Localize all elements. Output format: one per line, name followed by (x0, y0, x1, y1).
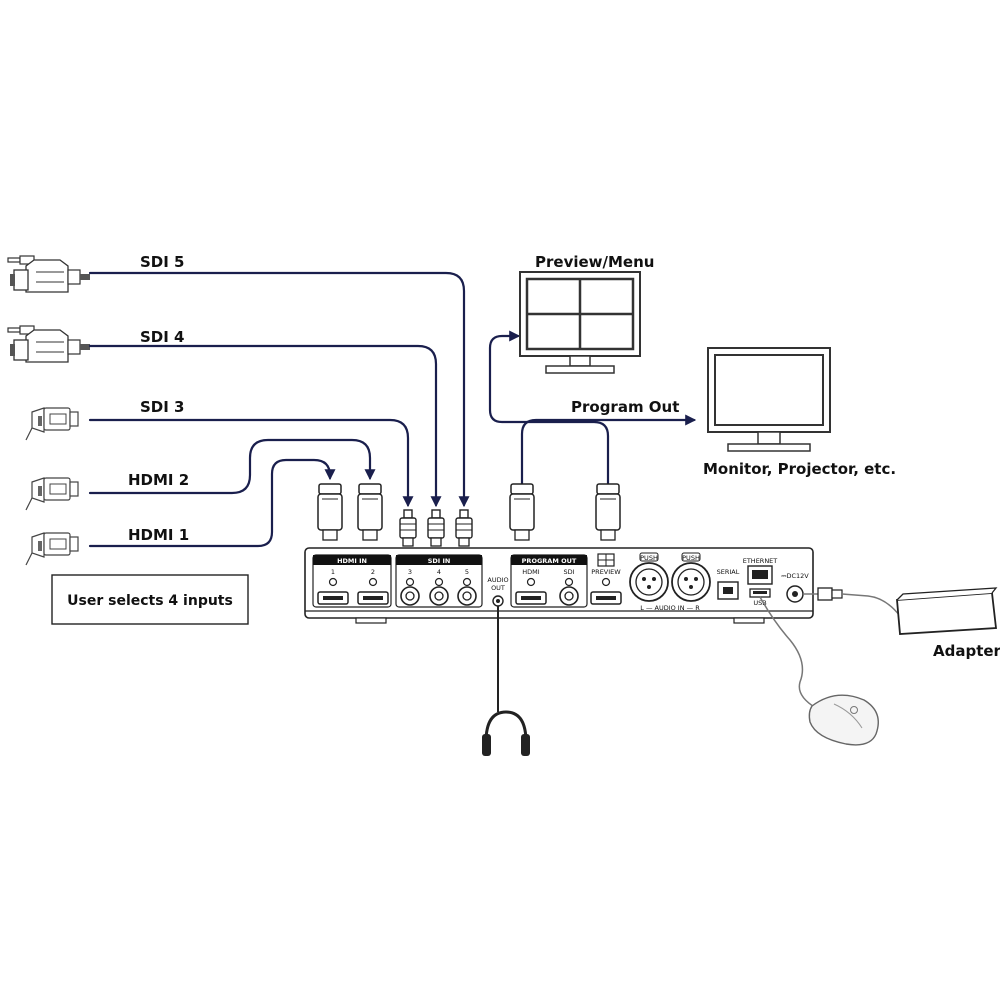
label-panel-sdi-3: 3 (408, 568, 412, 576)
label-panel-prog-sdi: SDI (563, 568, 574, 576)
mouse-cable (759, 596, 817, 709)
label-panel-preview: PREVIEW (591, 568, 621, 576)
cable-hdmi2 (88, 438, 376, 495)
switcher-rear-panel: HDMI IN 1 2 SDI IN 3 4 5 AUDIO OUT PROGR… (304, 547, 814, 624)
bnc-port-icon (400, 586, 420, 606)
label-panel-serial: SERIAL (717, 568, 740, 576)
label-panel-program-out: PROGRAM OUT (522, 557, 577, 565)
cable-program-out (520, 414, 697, 486)
multiview-icon (597, 553, 615, 567)
label-hdmi1: HDMI 1 (128, 526, 189, 544)
label-panel-audio-out: AUDIO (487, 576, 508, 584)
label-panel-dc: ⎓DC12V (781, 572, 809, 580)
note-box (51, 574, 249, 625)
xlr-input-icon (629, 562, 669, 602)
led-icon (434, 577, 444, 587)
bnc-plug-icon (399, 509, 417, 547)
label-sdi5: SDI 5 (140, 253, 185, 271)
label-preview-menu: Preview/Menu (535, 253, 654, 271)
note-text: User selects 4 inputs (67, 593, 233, 609)
mouse-icon (808, 694, 879, 746)
led-icon (368, 577, 378, 587)
label-panel-sdi-5: 5 (465, 568, 469, 576)
hdmi-plug-icon (357, 483, 383, 541)
hdmi-plug-icon (509, 483, 535, 541)
hdmi-plug-icon (595, 483, 621, 541)
cable-sdi5 (88, 271, 470, 508)
handycam-icon (25, 407, 79, 441)
headphones-icon (482, 710, 530, 756)
hdmi-port-icon (357, 591, 389, 605)
label-monitor-projector: Monitor, Projector, etc. (703, 460, 896, 478)
bnc-port-icon (457, 586, 477, 606)
label-panel-audio-out-2: OUT (491, 584, 505, 592)
pro-camcorder-icon (7, 255, 91, 293)
power-adapter-icon (896, 587, 998, 635)
label-sdi4: SDI 4 (140, 328, 185, 346)
handycam-icon (25, 477, 79, 511)
preview-monitor-icon (519, 271, 641, 374)
pro-camcorder-icon (7, 325, 91, 363)
hdmi-port-icon (515, 591, 547, 605)
hdmi-plug-icon (317, 483, 343, 541)
label-panel-hdmi-in: HDMI IN (337, 557, 367, 565)
bnc-port-icon (429, 586, 449, 606)
label-panel-prog-hdmi: HDMI (522, 568, 540, 576)
led-icon (328, 577, 338, 587)
bnc-plug-icon (455, 509, 473, 547)
label-panel-push-l: PUSH (640, 554, 658, 562)
led-icon (405, 577, 415, 587)
handycam-icon (25, 532, 79, 566)
led-icon (601, 577, 611, 587)
cable-preview (488, 330, 610, 486)
bnc-plug-icon (427, 509, 445, 547)
dc-plug-icon (817, 587, 843, 601)
label-panel-hdmi-2: 2 (371, 568, 375, 576)
label-panel-push-r: PUSH (682, 554, 700, 562)
hdmi-port-icon (317, 591, 349, 605)
program-monitor-icon (707, 347, 831, 452)
led-icon (526, 577, 536, 587)
label-sdi3: SDI 3 (140, 398, 185, 416)
cable-sdi3 (88, 418, 414, 508)
label-adapter: Adapter (933, 642, 1000, 660)
label-panel-audio-in: L — AUDIO IN — R (640, 604, 700, 612)
label-panel-sdi-4: 4 (437, 568, 441, 576)
label-panel-sdi-in: SDI IN (428, 557, 451, 565)
label-panel-ethernet: ETHERNET (743, 557, 778, 565)
label-panel-usb: USB (753, 599, 766, 607)
bnc-port-icon (559, 586, 579, 606)
label-panel-hdmi-1: 1 (331, 568, 335, 576)
xlr-input-icon (671, 562, 711, 602)
led-icon (564, 577, 574, 587)
led-icon (462, 577, 472, 587)
hdmi-port-icon (590, 591, 622, 605)
cable-sdi4 (88, 344, 442, 508)
label-hdmi2: HDMI 2 (128, 471, 189, 489)
label-program-out: Program Out (571, 398, 679, 416)
adapter-cable (841, 593, 901, 617)
cable-hdmi1 (88, 458, 336, 548)
